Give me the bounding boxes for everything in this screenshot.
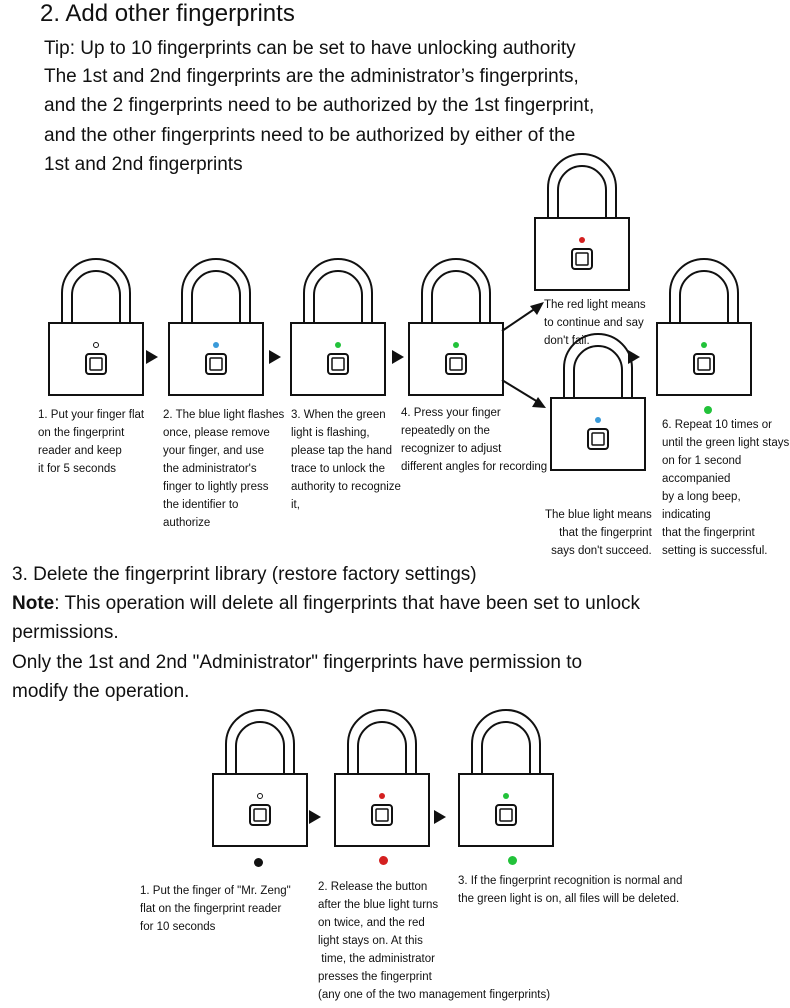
- padlock-icon: [212, 706, 308, 848]
- tip-line-5: 1st and 2nd fingerprints: [44, 150, 243, 180]
- note-line-2: permissions.: [12, 618, 119, 648]
- padlock-icon: [48, 255, 144, 397]
- arrow-triangle-icon: [309, 810, 321, 829]
- note-text: : This operation will delete all fingerp…: [54, 593, 640, 614]
- delete-step3-caption: 3. If the fingerprint recognition is nor…: [458, 872, 682, 908]
- indicator-light: [701, 342, 707, 348]
- padlock-icon: [334, 706, 430, 848]
- arrow-triangle-icon: [434, 810, 446, 829]
- section2-title: 2. Add other fingerprints: [40, 0, 295, 28]
- indicator-light: [258, 794, 263, 799]
- lock-step2: [168, 255, 264, 397]
- section3-title: 3. Delete the fingerprint library (resto…: [12, 560, 477, 590]
- lock-body: [657, 323, 751, 395]
- padlock-icon: [656, 255, 752, 397]
- delete-step1-caption: 1. Put the finger of "Mr. Zeng" flat on …: [140, 882, 291, 936]
- tip-line-1: Tip: Up to 10 fingerprints can be set to…: [44, 34, 576, 64]
- step3-caption: 3. When the green light is flashing, ple…: [291, 406, 401, 514]
- lock-body: [459, 774, 553, 846]
- lock-delete-step2: [334, 706, 430, 848]
- lock-step4: [408, 255, 504, 397]
- indicator-light: [595, 417, 601, 423]
- green-indicator-dot: [508, 856, 517, 865]
- step4-caption: 4. Press your finger repeatedly on the r…: [401, 404, 547, 476]
- indicator-light: [379, 793, 385, 799]
- padlock-icon: [168, 255, 264, 397]
- black-indicator-dot: [254, 858, 263, 867]
- red-indicator-dot: [379, 856, 388, 865]
- blue-light-note: The blue light means that the fingerprin…: [545, 506, 652, 560]
- shackle-inner: [358, 722, 406, 776]
- padlock-icon: [534, 150, 630, 292]
- arrow-triangle-icon: [392, 350, 404, 369]
- shackle-inner: [432, 271, 480, 325]
- arrow-triangle-icon: [269, 350, 281, 369]
- tip-line-3: and the 2 fingerprints need to be author…: [44, 91, 594, 121]
- shackle-inner: [192, 271, 240, 325]
- shackle-inner: [236, 722, 284, 776]
- green-indicator-dot: [704, 406, 712, 414]
- note-line: Note: This operation will delete all fin…: [12, 589, 640, 619]
- lock-body: [169, 323, 263, 395]
- tip-line-2: The 1st and 2nd fingerprints are the adm…: [44, 62, 579, 92]
- indicator-light: [213, 342, 219, 348]
- lock-step3: [290, 255, 386, 397]
- lock-body: [213, 774, 307, 846]
- lock-step1: [48, 255, 144, 397]
- padlock-icon: [458, 706, 554, 848]
- note-line-4: modify the operation.: [12, 677, 189, 707]
- lock-body: [535, 218, 629, 290]
- shackle-inner: [314, 271, 362, 325]
- step1-caption: 1. Put your finger flat on the fingerpri…: [38, 406, 144, 478]
- lock-body: [335, 774, 429, 846]
- shackle-inner: [558, 166, 606, 220]
- note-label: Note: [12, 593, 54, 614]
- indicator-light: [503, 793, 509, 799]
- arrow-up-right-icon: [500, 300, 546, 339]
- note-line-3: Only the 1st and 2nd "Administrator" fin…: [12, 648, 582, 678]
- indicator-light: [335, 342, 341, 348]
- shackle-inner: [574, 346, 622, 400]
- indicator-light: [453, 342, 459, 348]
- lock-delete-step3: [458, 706, 554, 848]
- padlock-icon: [408, 255, 504, 397]
- step6-caption: 6. Repeat 10 times or until the green li…: [662, 416, 789, 560]
- red-light-note: The red light means to continue and say …: [544, 296, 646, 350]
- lock-body: [551, 398, 645, 470]
- lock-body: [291, 323, 385, 395]
- lock-red: [534, 150, 630, 292]
- shackle-inner: [680, 271, 728, 325]
- shackle-inner: [72, 271, 120, 325]
- shackle-inner: [482, 722, 530, 776]
- indicator-light: [579, 237, 585, 243]
- arrow-triangle-icon: [146, 350, 158, 369]
- lock-body: [49, 323, 143, 395]
- step2-caption: 2. The blue light flashes once, please r…: [163, 406, 284, 532]
- padlock-icon: [290, 255, 386, 397]
- lock-body: [409, 323, 503, 395]
- tip-line-4: and the other fingerprints need to be au…: [44, 121, 575, 151]
- arrow-triangle-icon: [628, 350, 640, 369]
- lock-step6: [656, 255, 752, 397]
- indicator-light: [94, 343, 99, 348]
- lock-delete-step1: [212, 706, 308, 848]
